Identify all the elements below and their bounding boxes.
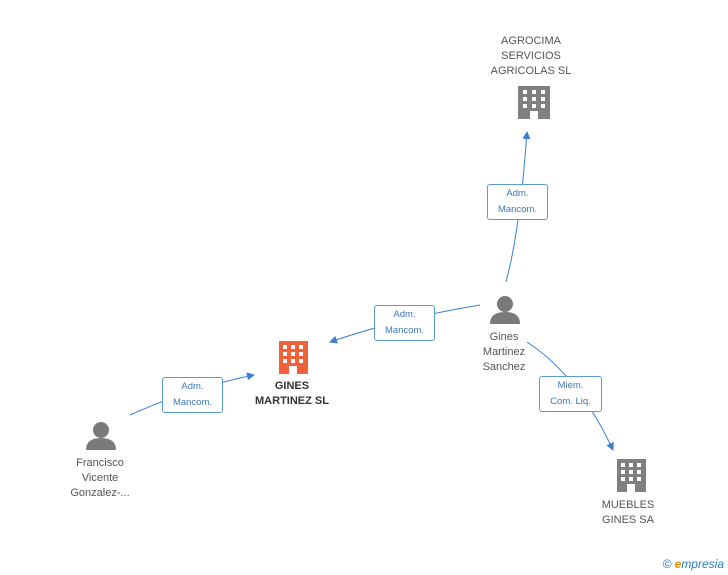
label-line: AGRICOLAS SL xyxy=(490,65,572,77)
label-line: GINES xyxy=(274,380,310,392)
edge-label-gines-to-sl[interactable]: Adm. Mancom. xyxy=(374,305,435,341)
node-label-francisco[interactable]: Francisco Vicente Gonzalez-... xyxy=(50,456,150,501)
edge-label-line: Mancom. xyxy=(172,397,213,408)
node-label-muebles[interactable]: MUEBLES GINES SA xyxy=(580,498,676,528)
edge-label-gines-to-muebles[interactable]: Miem. Com. Liq. xyxy=(539,376,602,412)
node-label-agrocima[interactable]: AGROCIMA SERVICIOS AGRICOLAS SL xyxy=(480,34,582,79)
brand-initial: e xyxy=(674,557,682,571)
edge-label-line: Com. Liq. xyxy=(550,396,591,407)
person-icon xyxy=(86,422,116,450)
edge-label-line: Mancom. xyxy=(384,325,425,336)
label-line: Gonzalez-... xyxy=(70,487,130,499)
brand-name: mpresia xyxy=(681,557,724,571)
person-icon xyxy=(490,296,520,324)
empresia-logo: ©empresia xyxy=(663,557,724,571)
label-line: Martinez xyxy=(482,346,526,358)
label-line: SERVICIOS xyxy=(501,50,561,62)
label-line: MARTINEZ SL xyxy=(255,395,329,407)
building-icon xyxy=(518,86,550,119)
building-icon xyxy=(279,341,308,374)
label-line: AGROCIMA xyxy=(501,35,561,47)
edge-label-francisco-to-sl[interactable]: Adm. Mancom. xyxy=(162,377,223,413)
building-icon xyxy=(617,459,646,492)
node-label-gines-person[interactable]: Gines Martinez Sanchez xyxy=(464,330,544,375)
edge-label-line: Adm. xyxy=(181,381,204,392)
copyright-icon: © xyxy=(662,557,672,571)
edge-label-line: Mancom. xyxy=(497,204,538,215)
label-line: Sanchez xyxy=(482,361,526,373)
edge-label-gines-to-agrocima[interactable]: Adm. Mancom. xyxy=(487,184,548,220)
label-line: GINES SA xyxy=(602,514,654,526)
edge-label-line: Miem. xyxy=(557,380,584,391)
label-line: Francisco xyxy=(76,457,124,469)
edge-label-line: Adm. xyxy=(393,309,416,320)
edge-label-line: Adm. xyxy=(506,188,529,199)
label-line: Vicente xyxy=(81,472,119,484)
node-label-gines-martinez-sl[interactable]: GINES MARTINEZ SL xyxy=(241,379,343,409)
label-line: MUEBLES xyxy=(601,499,655,511)
label-line: Gines xyxy=(489,331,519,343)
